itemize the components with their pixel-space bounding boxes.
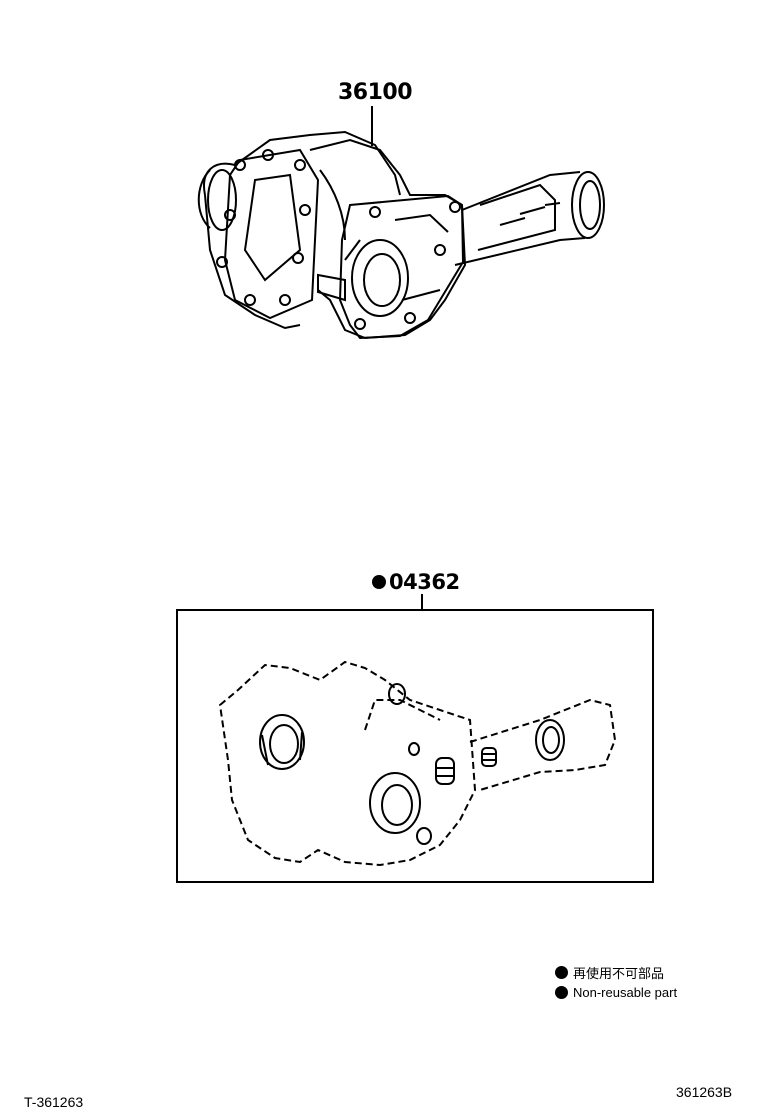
filled-circle-icon: [555, 966, 568, 979]
non-reusable-marker-icon: [372, 575, 386, 589]
leader-line-main: [371, 106, 373, 146]
gasket-kit-drawing: [218, 660, 617, 867]
diagram-code-right: 361263B: [676, 1084, 733, 1100]
part-number-kit: 04362: [372, 570, 460, 594]
part-number-main: 36100: [338, 80, 413, 105]
kit-box: [176, 609, 654, 883]
part-number-kit-text: 04362: [389, 570, 460, 594]
diagram-code-left: T-361263: [24, 1094, 84, 1110]
filled-circle-icon: [555, 986, 568, 999]
legend-japanese: 再使用不可部品: [555, 963, 664, 982]
legend-english: Non-reusable part: [555, 985, 677, 1000]
legend-english-text: Non-reusable part: [573, 985, 678, 1000]
legend-japanese-text: 再使用不可部品: [573, 967, 665, 982]
leader-line-kit: [421, 594, 423, 611]
differential-assembly-drawing: [197, 130, 605, 340]
